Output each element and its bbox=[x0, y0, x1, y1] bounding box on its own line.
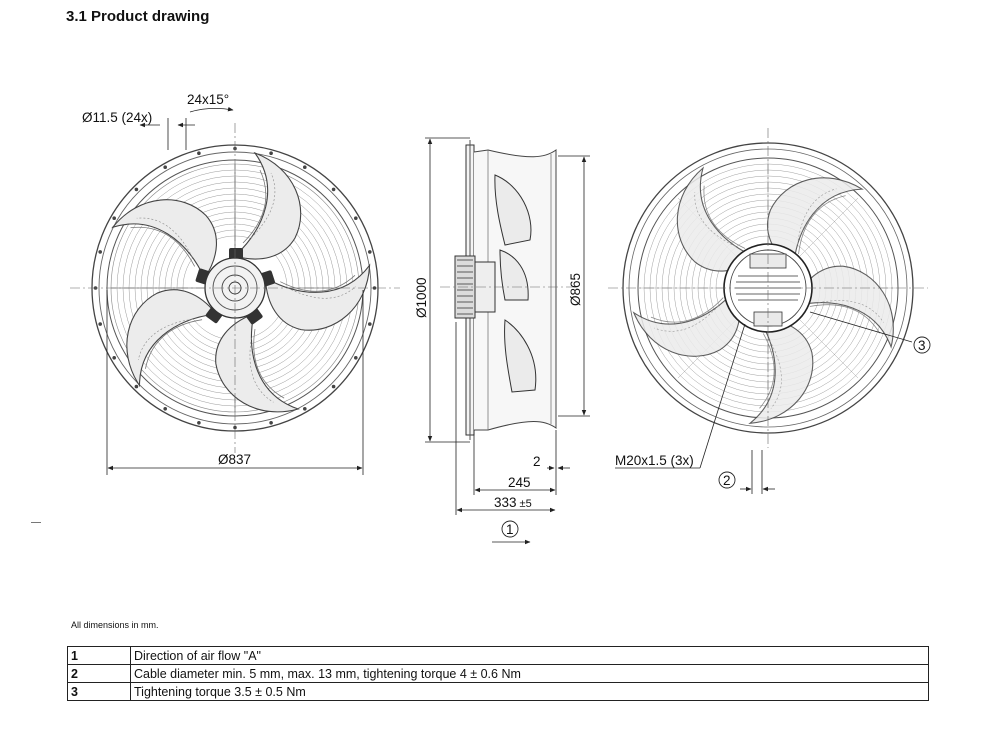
legend-text: Tightening torque 3.5 ± 0.5 Nm bbox=[130, 682, 929, 701]
front-view bbox=[70, 123, 400, 453]
svg-text:3: 3 bbox=[918, 338, 926, 353]
rear-view bbox=[608, 128, 928, 448]
rear-view-leaders bbox=[615, 311, 913, 494]
callout-2: 2 bbox=[718, 471, 736, 489]
hole-dimension: Ø11.5 (24x) bbox=[82, 110, 152, 125]
legend-number: 2 bbox=[67, 664, 131, 683]
margin-mark bbox=[31, 522, 41, 523]
depth-245-dimension: 245 bbox=[508, 475, 531, 490]
legend-number: 1 bbox=[67, 646, 131, 665]
diameter-837-dimension: Ø837 bbox=[218, 452, 251, 467]
legend-row: 3 Tightening torque 3.5 ± 0.5 Nm bbox=[67, 682, 929, 701]
depth-333-dimension: 333±5 bbox=[494, 495, 532, 510]
side-view bbox=[440, 140, 575, 440]
diameter-865-dimension: Ø865 bbox=[568, 273, 583, 306]
diameter-1000-dimension: Ø1000 bbox=[414, 277, 429, 318]
side-view-dimensions bbox=[425, 137, 590, 545]
angle-dimension: 24x15° bbox=[187, 92, 229, 107]
legend-row: 2 Cable diameter min. 5 mm, max. 13 mm, … bbox=[67, 664, 929, 683]
front-view-dimensions bbox=[106, 106, 364, 475]
legend-number: 3 bbox=[67, 682, 131, 701]
callout-3: 3 bbox=[913, 336, 931, 354]
legend-table: 1 Direction of air flow "A" 2 Cable diam… bbox=[67, 646, 929, 701]
section-title: 3.1 Product drawing bbox=[66, 8, 210, 25]
svg-text:2: 2 bbox=[723, 473, 731, 488]
callout-1: 1 bbox=[501, 520, 519, 538]
product-drawing: Ø11.5 (24x) 24x15° Ø837 bbox=[70, 92, 931, 545]
legend-text: Direction of air flow "A" bbox=[130, 646, 929, 665]
svg-text:1: 1 bbox=[506, 522, 514, 537]
depth-2-dimension: 2 bbox=[533, 454, 541, 469]
thread-dimension: M20x1.5 (3x) bbox=[615, 453, 694, 468]
legend-row: 1 Direction of air flow "A" bbox=[67, 646, 929, 665]
legend-text: Cable diameter min. 5 mm, max. 13 mm, ti… bbox=[130, 664, 929, 683]
dimensions-note: All dimensions in mm. bbox=[71, 620, 159, 630]
